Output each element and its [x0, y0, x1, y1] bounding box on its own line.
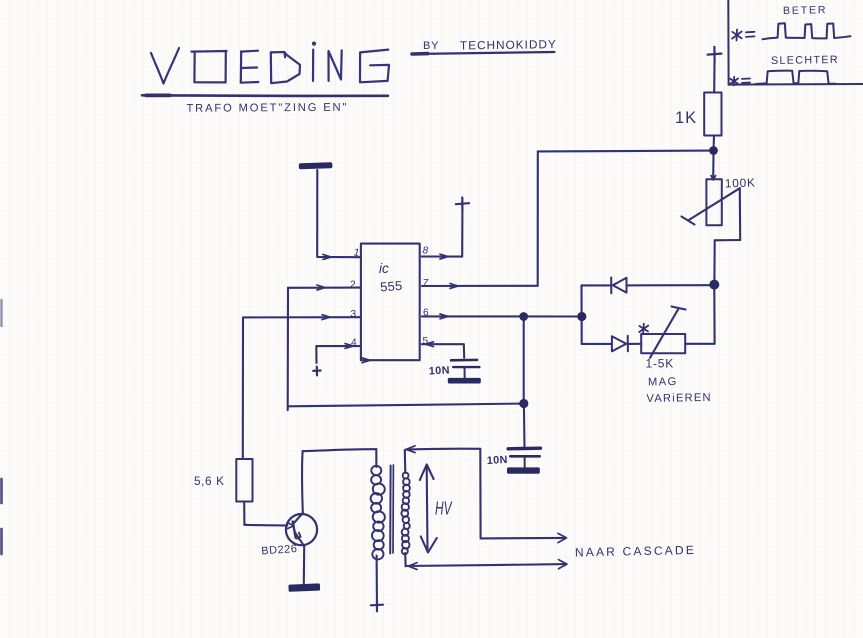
- svg-text:555: 555: [380, 278, 403, 295]
- svg-text:100K: 100K: [725, 175, 756, 190]
- svg-text:2: 2: [350, 280, 356, 291]
- svg-text:5: 5: [423, 336, 429, 347]
- svg-text:5,6 K: 5,6 K: [194, 474, 225, 488]
- svg-text:HV: HV: [435, 499, 453, 519]
- svg-text:8: 8: [423, 246, 429, 257]
- svg-text:BY: BY: [423, 40, 439, 52]
- svg-text:10N: 10N: [429, 364, 451, 377]
- svg-text:BETER: BETER: [783, 4, 828, 17]
- svg-text:ic: ic: [379, 261, 389, 276]
- svg-text:6: 6: [423, 308, 429, 319]
- svg-text:1-5K: 1-5K: [646, 357, 675, 371]
- svg-text:1: 1: [352, 246, 361, 259]
- svg-text:VARiEREN: VARiEREN: [646, 392, 712, 405]
- svg-text:TRAFO MOET"ZING EN": TRAFO MOET"ZING EN": [186, 102, 348, 115]
- svg-text:3: 3: [351, 309, 357, 320]
- svg-text:SLECHTER: SLECHTER: [771, 54, 839, 67]
- svg-text:7: 7: [423, 278, 429, 289]
- svg-text:10N: 10N: [487, 454, 509, 467]
- svg-text:1K: 1K: [675, 109, 697, 127]
- svg-text:NAAR CASCADE: NAAR CASCADE: [575, 543, 696, 560]
- svg-text:BD226: BD226: [261, 543, 298, 557]
- svg-text:MAG: MAG: [648, 376, 678, 389]
- svg-text:TECHNOKIDDY: TECHNOKIDDY: [460, 37, 557, 52]
- svg-text:4: 4: [351, 338, 357, 349]
